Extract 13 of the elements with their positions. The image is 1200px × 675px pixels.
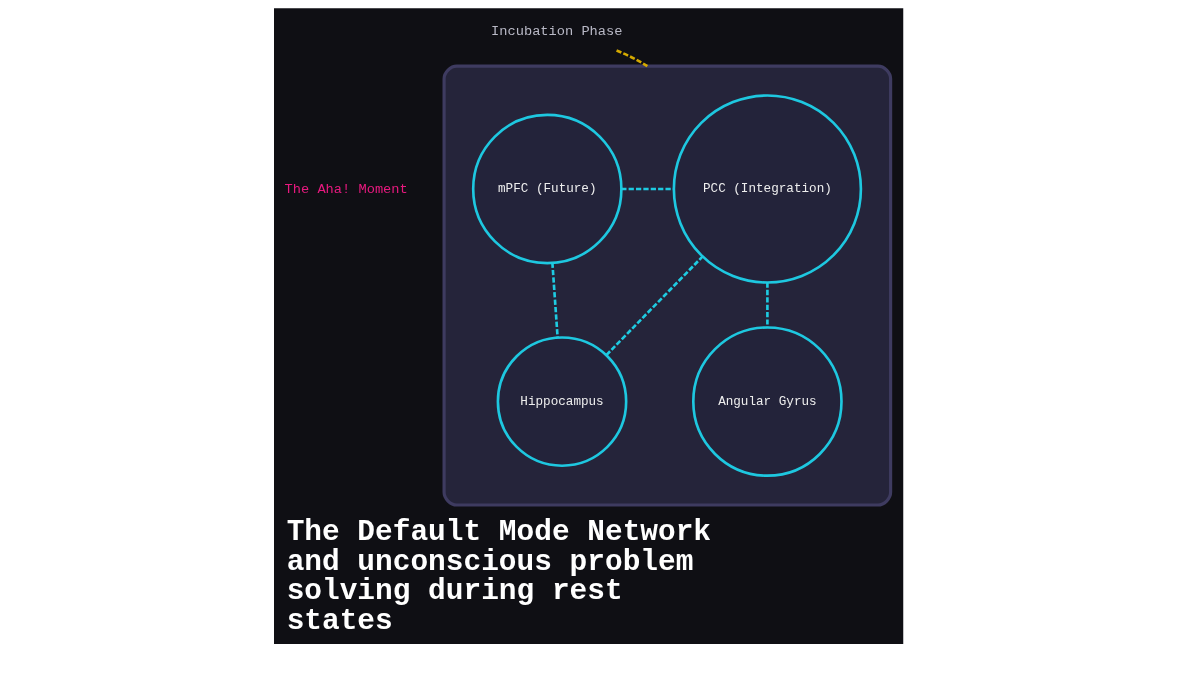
node-text: Incubation Phase	[491, 24, 623, 40]
label: The Aha! Moment	[284, 181, 408, 197]
connector	[766, 282, 769, 328]
node-circle: Hippocampus	[496, 336, 628, 467]
connector	[605, 255, 704, 356]
connector	[551, 262, 559, 338]
node-circle: Angular Gyrus	[692, 326, 843, 477]
diagram-title: The Default Mode Network and unconscious problem solving during rest states	[286, 515, 712, 638]
node-circle: mPFC (Future)	[471, 113, 623, 265]
cluster	[442, 64, 893, 507]
node-circle: PCC (Integration)	[672, 94, 863, 284]
connector	[616, 49, 649, 68]
connector	[621, 187, 674, 191]
